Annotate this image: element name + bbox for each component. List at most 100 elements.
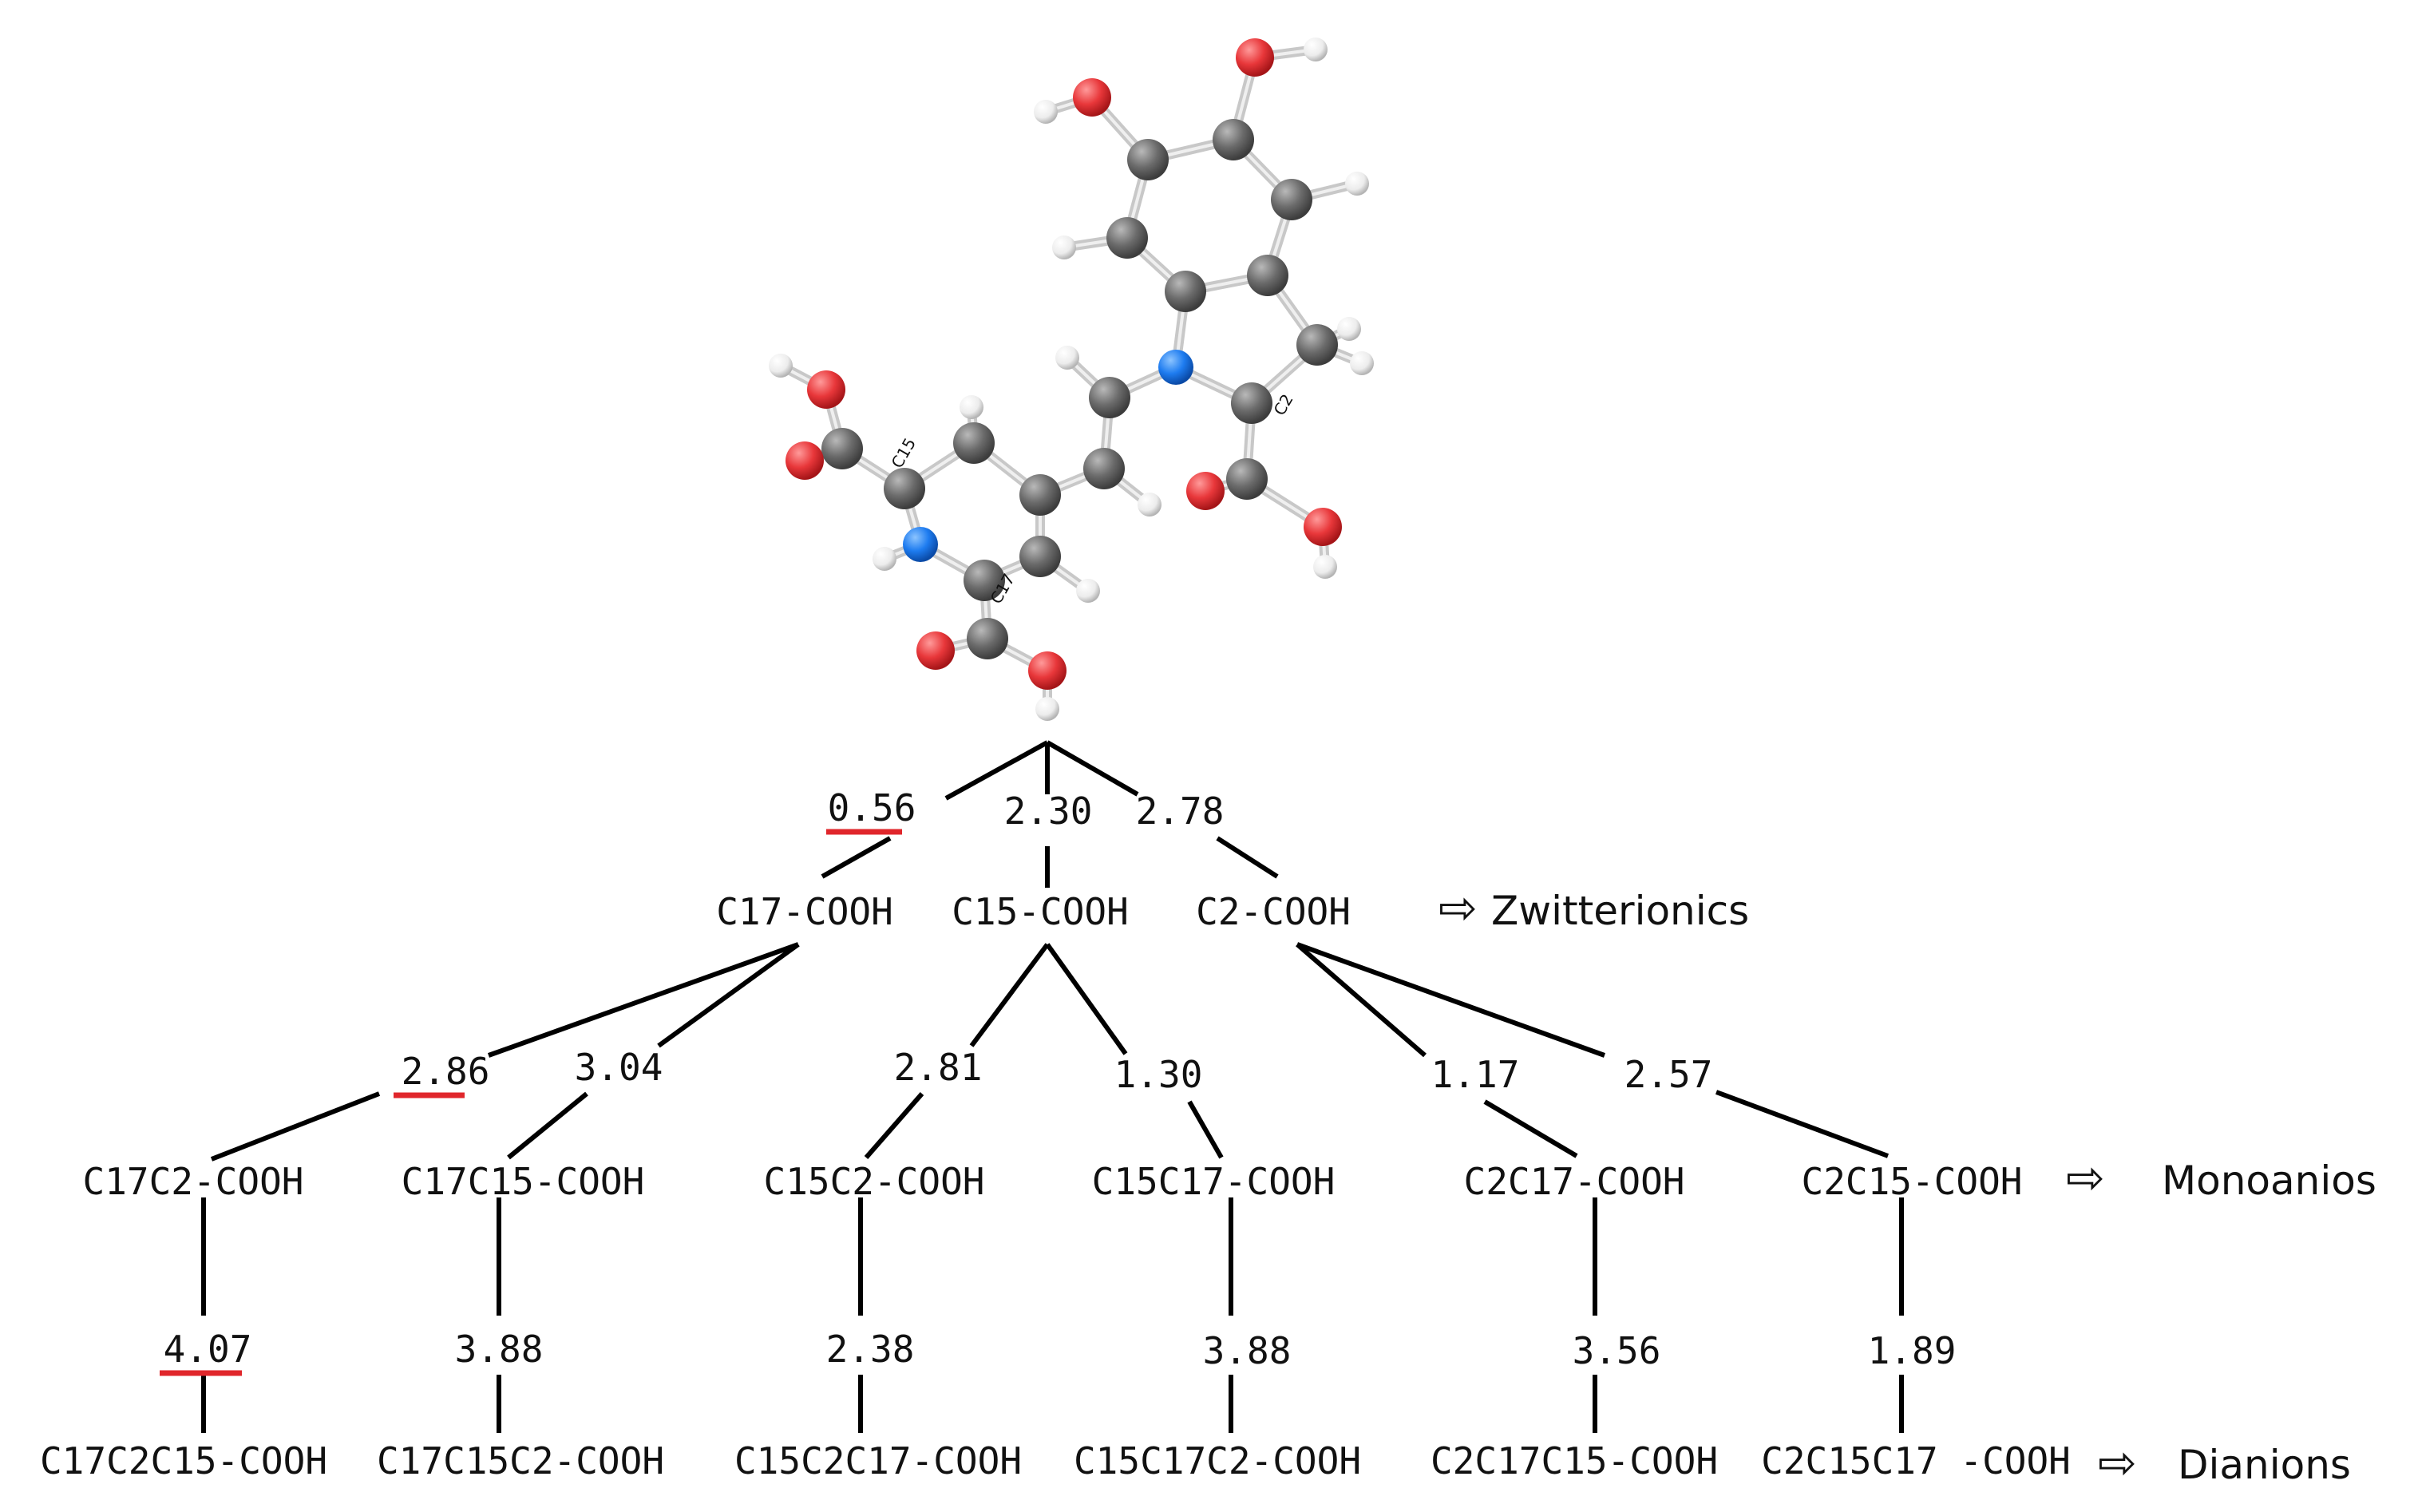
- level2-species: C17C2-COOH C17C15-COOH C15C2-COOH C15C17…: [83, 1160, 2023, 1203]
- oxygen-atom: [1073, 78, 1111, 117]
- atom-label-c2: C2: [1270, 390, 1297, 418]
- level1-species: C17-COOH C15-COOH C2-COOH: [716, 890, 1351, 933]
- oxygen-atom: [1304, 508, 1342, 546]
- hydrogen-atom: [1052, 236, 1076, 259]
- connector-line: [821, 836, 892, 879]
- connector-line: [969, 943, 1050, 1047]
- species-label-l1-3: C2-COOH: [1196, 890, 1351, 933]
- oxygen-atom: [786, 441, 824, 480]
- species-label-l3-6: C2C15C17 -COOH: [1761, 1439, 2071, 1482]
- hydrogen-atom: [1138, 493, 1161, 517]
- species-label-l2-6: C2C15-COOH: [1802, 1160, 2023, 1203]
- carbon-atom: [1127, 139, 1169, 180]
- carbon-atom: [1106, 217, 1148, 259]
- hydrogen-atom: [1055, 346, 1079, 370]
- energy-value-l3-6: 1.89: [1868, 1329, 1957, 1372]
- carbon-atom: [1231, 382, 1272, 424]
- hydrogen-atom: [1313, 555, 1337, 579]
- carbon-atom: [884, 468, 925, 509]
- energy-value-l2-3: 2.81: [894, 1046, 983, 1089]
- level3-energies: 4.07 3.88 2.38 3.88 3.56 1.89: [164, 1328, 1957, 1372]
- carbon-atom: [1226, 458, 1268, 500]
- connector-line: [657, 942, 800, 1048]
- arrow-icon: ⇨: [1439, 881, 1478, 935]
- nitrogen-atom: [1158, 350, 1193, 385]
- connector-line: [944, 740, 1049, 801]
- species-label-l3-3: C15C2C17-COOH: [734, 1439, 1022, 1482]
- class-label-monoanios: Monoanios: [2162, 1158, 2376, 1204]
- carbon-atom: [1089, 377, 1130, 418]
- energy-value-l2-4: 1.30: [1114, 1053, 1203, 1096]
- oxygen-atom: [807, 370, 845, 409]
- level2-energies: 2.86 3.04 2.81 1.30 1.17 2.57: [402, 1046, 1713, 1096]
- energy-value-l2-6: 2.57: [1625, 1053, 1713, 1096]
- atom-label-c15: C15: [888, 434, 920, 471]
- energy-value-l2-2: 3.04: [575, 1046, 663, 1089]
- species-label-l3-4: C15C17C2-COOH: [1074, 1439, 1361, 1482]
- oxygen-atom: [916, 631, 955, 670]
- carbon-atom: [1165, 271, 1206, 312]
- species-label-l2-1: C17C2-COOH: [83, 1160, 304, 1203]
- carbon-atom: [1247, 255, 1288, 296]
- energy-value-l1-1: 0.56: [828, 786, 916, 829]
- molecule-model: C15 C17 C2: [769, 38, 1374, 721]
- connector-line: [1483, 1099, 1578, 1158]
- oxygen-atom: [1236, 38, 1274, 77]
- hydrogen-atom: [769, 354, 793, 378]
- connector-line: [487, 942, 800, 1058]
- oxygen-atom: [1186, 472, 1225, 510]
- energy-value-l3-5: 3.56: [1573, 1329, 1661, 1372]
- energy-value-l3-4: 3.88: [1203, 1329, 1292, 1372]
- carbon-atom: [1296, 324, 1338, 366]
- connector-line: [1216, 836, 1279, 879]
- energy-value-l3-2: 3.88: [455, 1328, 544, 1371]
- carbon-atom: [1019, 536, 1061, 577]
- carbon-atom: [1271, 179, 1312, 220]
- class-labels: ⇨ Zwitterionics ⇨ Monoanios ⇨ Dianions: [1439, 881, 2376, 1490]
- energy-value-l1-3: 2.78: [1136, 790, 1225, 833]
- connector-line: [210, 1091, 381, 1162]
- class-label-dianions: Dianions: [2178, 1442, 2351, 1488]
- molecule-bonds: [776, 45, 1367, 714]
- connector-line: [1715, 1090, 1890, 1158]
- carbon-atom: [967, 618, 1008, 659]
- energy-value-l3-3: 2.38: [826, 1328, 915, 1371]
- energy-value-l2-1: 2.86: [402, 1050, 490, 1093]
- oxygen-atom: [1028, 651, 1067, 690]
- hydrogen-atom: [1337, 317, 1361, 341]
- arrow-icon: ⇨: [2098, 1435, 2137, 1490]
- species-label-l1-1: C17-COOH: [716, 890, 893, 933]
- hydrogen-atom: [1076, 579, 1100, 603]
- energy-value-l2-5: 1.17: [1431, 1053, 1520, 1096]
- connector-line: [1296, 942, 1606, 1058]
- connector-line: [864, 1092, 924, 1159]
- level1-energies: 0.56 2.30 2.78: [828, 786, 1225, 833]
- species-label-l2-2: C17C15-COOH: [402, 1160, 645, 1203]
- species-label-l2-3: C15C2-COOH: [764, 1160, 985, 1203]
- connector-line: [507, 1091, 588, 1160]
- species-label-l3-5: C2C17C15-COOH: [1431, 1439, 1718, 1482]
- connector-line: [1045, 943, 1128, 1055]
- arrow-icon: ⇨: [2066, 1150, 2105, 1205]
- carbon-atom: [1019, 474, 1061, 516]
- hydrogen-atom: [873, 547, 896, 571]
- hydrogen-atom: [1345, 172, 1369, 196]
- connector-line: [1046, 740, 1139, 797]
- carbon-atom: [1213, 119, 1254, 160]
- molecule-atoms: [769, 38, 1374, 721]
- hydrogen-atom: [960, 395, 983, 419]
- connector-line: [1187, 1100, 1224, 1159]
- species-label-l2-4: C15C17-COOH: [1092, 1160, 1336, 1203]
- carbon-atom: [953, 422, 995, 464]
- energy-value-l3-1: 4.07: [164, 1328, 252, 1371]
- species-label-l1-2: C15-COOH: [952, 890, 1129, 933]
- level3-species: C17C2C15-COOH C17C15C2-COOH C15C2C17-COO…: [40, 1439, 2071, 1482]
- carbon-atom: [1083, 448, 1125, 489]
- connector-line: [1296, 942, 1427, 1058]
- class-label-zwitterionics: Zwitterionics: [1491, 888, 1749, 934]
- carbon-atom: [821, 428, 863, 469]
- hydrogen-atom: [1304, 38, 1328, 61]
- tree-connectors: [201, 740, 1904, 1433]
- carbon-atom: [964, 560, 1005, 601]
